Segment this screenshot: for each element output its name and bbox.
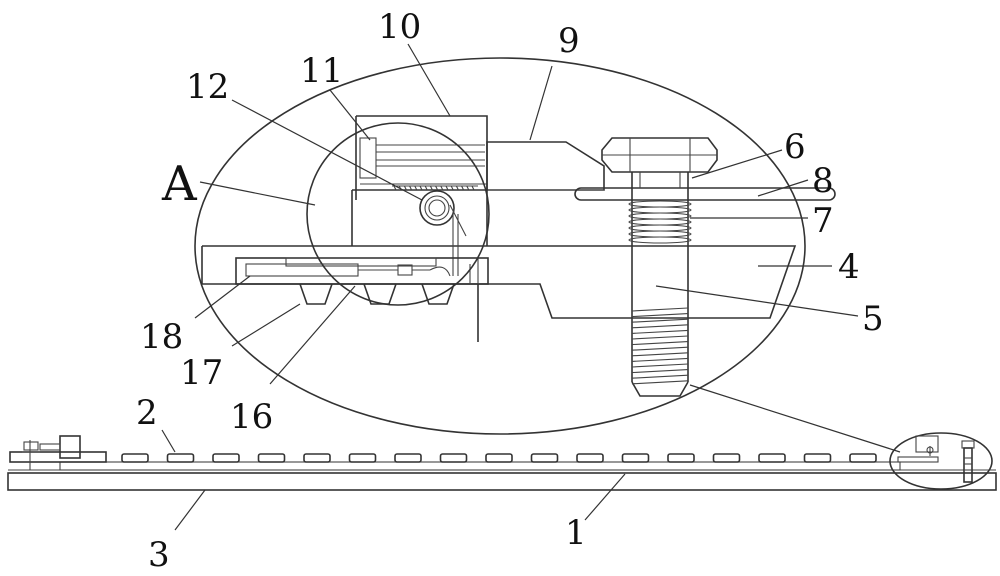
tooth xyxy=(303,453,331,463)
detail-circle-a xyxy=(306,122,490,306)
thread-line xyxy=(631,363,689,368)
thread-line xyxy=(631,352,689,357)
label-17: 17 xyxy=(180,353,223,393)
label-2: 2 xyxy=(136,393,158,433)
spring-coil xyxy=(628,200,692,208)
magnify-leader xyxy=(689,384,901,453)
label-8: 8 xyxy=(812,161,834,201)
label-1: 1 xyxy=(565,513,587,553)
tooth xyxy=(439,453,468,463)
tooth xyxy=(348,453,377,463)
bolt-assembly xyxy=(574,137,836,397)
tooth xyxy=(212,453,240,463)
base-plate xyxy=(7,461,997,491)
rack-tooth xyxy=(403,185,407,191)
spring-coil xyxy=(628,218,692,226)
spring-coil xyxy=(628,206,692,214)
thread-line xyxy=(631,318,689,323)
rack-tooth xyxy=(440,185,444,191)
trapezoid-tooth xyxy=(421,283,455,305)
spring-coil xyxy=(628,236,692,244)
tooth xyxy=(621,453,650,463)
thread-line xyxy=(631,329,689,334)
tooth xyxy=(166,453,195,463)
large-detail-ellipse xyxy=(194,57,806,435)
label-11: 11 xyxy=(300,51,343,91)
spring-coil xyxy=(628,224,692,232)
rack-tooth xyxy=(393,185,397,191)
thread-line xyxy=(631,380,689,385)
tooth xyxy=(758,453,786,463)
label-6: 6 xyxy=(784,127,806,167)
left-clamp xyxy=(9,435,107,470)
thread-line xyxy=(631,324,689,329)
tooth xyxy=(121,453,149,463)
tooth xyxy=(803,453,832,463)
tooth xyxy=(257,453,286,463)
tooth xyxy=(849,453,877,463)
label-detail-a: A xyxy=(161,156,198,212)
rack-tooth xyxy=(414,185,418,191)
spring-coil xyxy=(628,212,692,220)
label-5: 5 xyxy=(862,299,884,339)
label-10: 10 xyxy=(378,7,421,47)
label-3: 3 xyxy=(148,535,170,575)
rack-tooth xyxy=(461,185,465,191)
leader-lines xyxy=(161,43,859,531)
tooth xyxy=(712,453,741,463)
rack-tooth xyxy=(455,185,459,191)
thread-line xyxy=(631,346,689,351)
thread-line xyxy=(631,307,689,312)
rack-tooth xyxy=(424,185,428,191)
spring xyxy=(628,200,692,244)
label-16: 16 xyxy=(230,397,273,437)
tooth xyxy=(576,453,604,463)
pinion-gear xyxy=(419,190,455,226)
thread-line xyxy=(631,341,689,346)
rack-tooth xyxy=(409,185,413,191)
label-9: 9 xyxy=(558,21,580,61)
slider-assembly xyxy=(235,257,489,285)
tooth xyxy=(394,453,422,463)
tooth xyxy=(530,453,559,463)
teeth-row xyxy=(121,453,877,463)
thread-line xyxy=(631,374,689,379)
thread-line xyxy=(631,335,689,340)
pinion-rod xyxy=(449,204,467,276)
label-18: 18 xyxy=(140,317,183,357)
lower-teeth xyxy=(299,283,455,305)
tooth xyxy=(485,453,513,463)
thread-line xyxy=(631,369,689,374)
tooth xyxy=(667,453,695,463)
trapezoid-tooth xyxy=(299,283,333,305)
rack-tooth xyxy=(471,185,475,191)
rack-tooth xyxy=(435,185,439,191)
rack-tooth xyxy=(429,185,433,191)
thread-line xyxy=(631,313,689,318)
label-4: 4 xyxy=(838,247,860,287)
rack-tooth xyxy=(450,185,454,191)
label-7: 7 xyxy=(812,201,834,241)
spring-coil xyxy=(628,230,692,238)
thread-line xyxy=(631,357,689,362)
rack-tooth xyxy=(466,185,470,191)
small-detail-ellipse xyxy=(889,432,993,490)
rack-tooth xyxy=(419,185,423,191)
bolt-thread xyxy=(631,307,689,385)
label-12: 12 xyxy=(186,67,229,107)
rack-tooth xyxy=(445,185,449,191)
